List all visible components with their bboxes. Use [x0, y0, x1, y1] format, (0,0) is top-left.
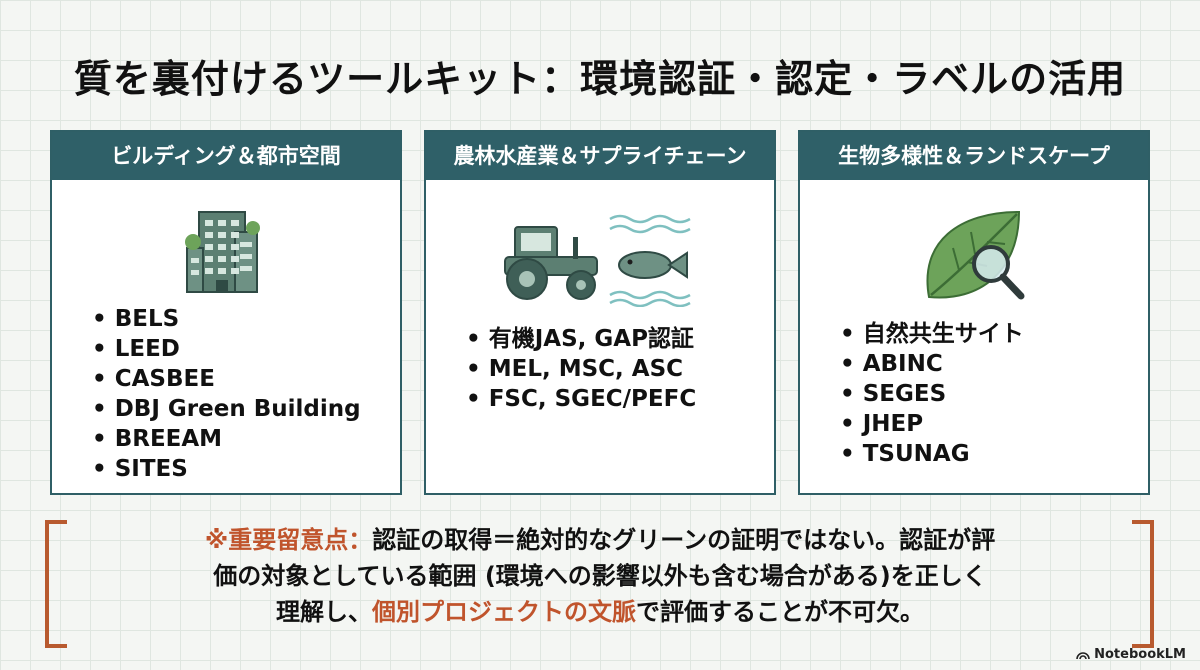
list-item: CASBEE	[92, 364, 361, 394]
card-heading: 生物多様性＆ランドスケープ	[800, 132, 1148, 180]
list-item: TSUNAG	[840, 439, 1024, 469]
card-buildings: ビルディング＆都市空間 BELS LEED CASBEE DBJ Green B…	[50, 130, 402, 495]
note-line-2: 価の対象としている範囲 (環境への影響以外も含む場合がある)を正しく	[213, 562, 987, 590]
list-item: 自然共生サイト	[840, 319, 1024, 349]
note-line-1: ※重要留意点：認証の取得＝絶対的なグリーンの証明ではない。認証が評	[0, 522, 1200, 558]
note-label: ※重要留意点：	[204, 526, 373, 554]
note-highlight: 個別プロジェクトの文脈	[372, 598, 636, 626]
tractor-fish-icon	[426, 207, 774, 307]
note-text: で評価することが不可欠。	[636, 598, 924, 626]
leaf-magnifier-icon	[800, 202, 1148, 312]
important-note: ※重要留意点：認証の取得＝絶対的なグリーンの証明ではない。認証が評 価の対象とし…	[0, 522, 1200, 630]
notebooklm-icon	[1076, 651, 1090, 659]
note-line-3: 理解し、個別プロジェクトの文脈で評価することが不可欠。	[0, 594, 1200, 630]
certification-list: 自然共生サイト ABINC SEGES JHEP TSUNAG	[840, 319, 1024, 469]
list-item: LEED	[92, 334, 361, 364]
list-item: SITES	[92, 454, 361, 484]
list-item: DBJ Green Building	[92, 394, 361, 424]
list-item: BELS	[92, 304, 361, 334]
certification-list: 有機JAS, GAP認証 MEL, MSC, ASC FSC, SGEC/PEF…	[466, 324, 697, 414]
card-agriculture: 農林水産業＆サプライチェーン	[424, 130, 776, 495]
list-item: MEL, MSC, ASC	[466, 354, 696, 384]
card-biodiversity: 生物多様性＆ランドスケープ 自然共生サイト ABINC SEGES JHEP T…	[798, 130, 1150, 495]
building-icon	[52, 192, 400, 302]
brand-watermark: NotebookLM	[1076, 647, 1186, 662]
note-text: 認証の取得＝絶対的なグリーンの証明ではない。認証が評	[372, 526, 996, 554]
list-item: JHEP	[840, 409, 1024, 439]
tractor-icon	[504, 226, 598, 300]
list-item: 有機JAS, GAP認証	[466, 324, 696, 354]
note-text: 理解し、	[276, 598, 372, 626]
list-item: BREEAM	[92, 424, 361, 454]
brand-label: NotebookLM	[1094, 647, 1186, 662]
fish-icon	[609, 214, 691, 307]
list-item: FSC, SGEC/PEFC	[466, 384, 697, 414]
card-heading: ビルディング＆都市空間	[52, 132, 400, 180]
list-item: ABINC	[840, 349, 1024, 379]
page-title: 質を裏付けるツールキット：環境認証・認定・ラベルの活用	[73, 57, 1127, 101]
certification-list: BELS LEED CASBEE DBJ Green Building BREE…	[92, 304, 361, 484]
bracket-left	[45, 520, 67, 648]
bracket-right	[1132, 520, 1154, 648]
card-heading: 農林水産業＆サプライチェーン	[426, 132, 774, 180]
list-item: SEGES	[840, 379, 1024, 409]
